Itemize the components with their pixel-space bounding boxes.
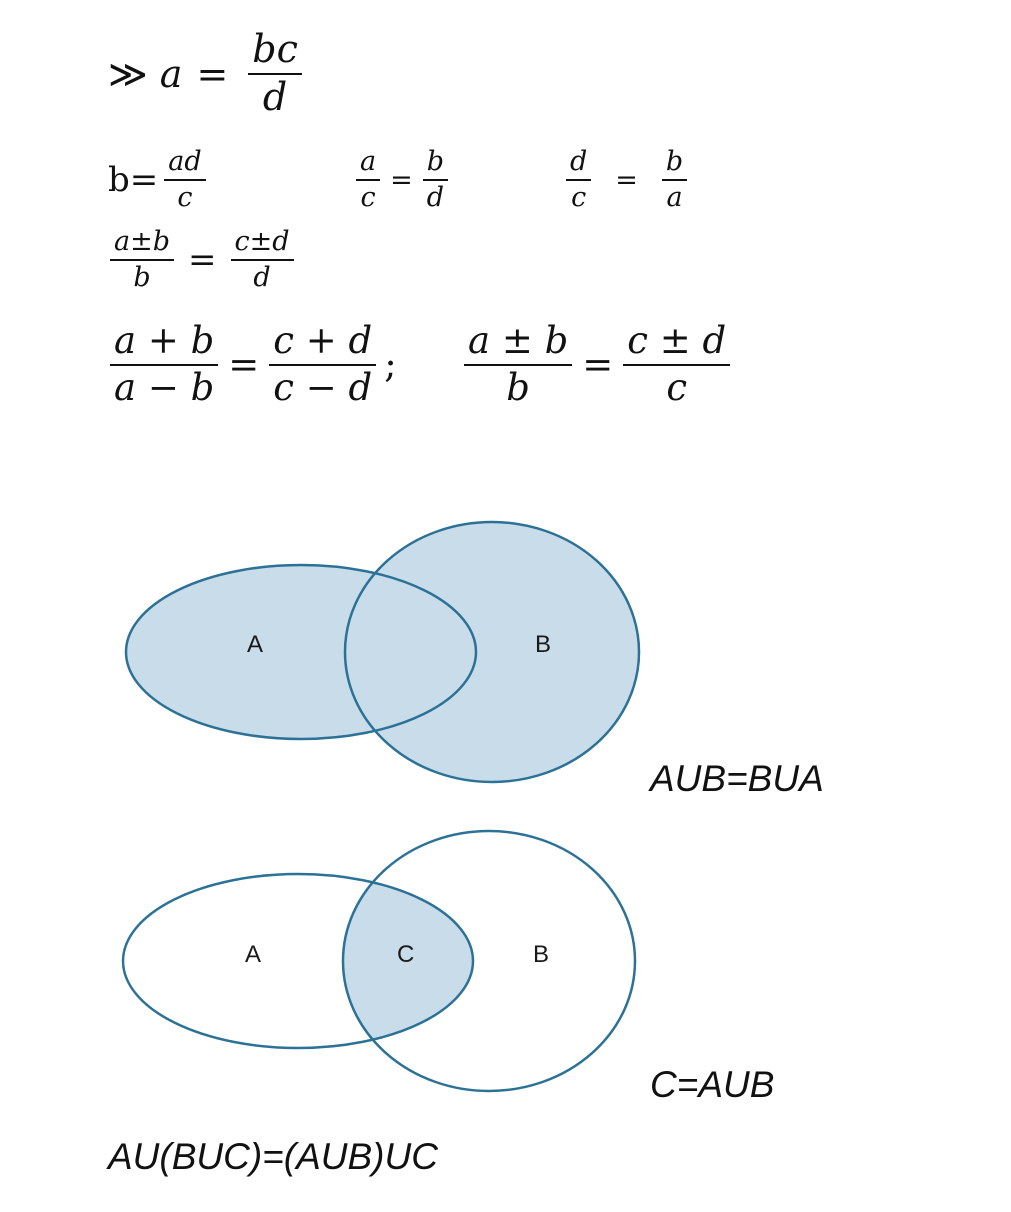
denominator: d: [253, 262, 271, 294]
set-a-label: A: [245, 941, 262, 968]
fraction-right: b a: [661, 147, 688, 214]
equals-sign: =: [196, 51, 229, 96]
formula-a-pm-b-over-b-small: a±b b = c±d d: [104, 227, 300, 294]
denominator: d: [262, 74, 288, 119]
numerator: ad: [164, 147, 206, 182]
fraction: bc d: [248, 29, 302, 119]
set-a-label: A: [247, 631, 264, 658]
denominator: c − d: [273, 365, 373, 409]
denominator: b: [133, 262, 151, 294]
numerator: a±b: [110, 227, 175, 262]
denominator: a − b: [114, 365, 215, 409]
formula-a-pm-b-over-b-large: a ± b b = c ± d c: [458, 321, 736, 409]
numerator: c ± d: [623, 321, 731, 366]
denominator: c: [177, 182, 193, 214]
fraction-left: a±b b: [110, 227, 175, 294]
denominator: c: [666, 365, 688, 409]
numerator: c + d: [269, 321, 377, 366]
numerator: b: [422, 147, 449, 182]
equals-sign: =: [228, 343, 260, 387]
venn-union-diagram: [124, 520, 641, 784]
equals-sign: =: [582, 343, 614, 387]
numerator: d: [566, 147, 592, 182]
formula-lhs: b: [108, 160, 130, 201]
much-greater-sign: ≫: [108, 51, 148, 96]
formula-a-equals-bc-over-d: ≫ a = bc d: [108, 29, 308, 119]
numerator: a + b: [110, 321, 219, 366]
formula-d-over-c-equals-b-over-a: d c = b a: [560, 147, 693, 214]
numerator: a: [356, 147, 381, 182]
denominator: c: [571, 182, 587, 214]
equals-sign: =: [188, 240, 217, 281]
set-b-label: B: [535, 631, 552, 658]
set-b-outline: [343, 520, 641, 784]
fraction-left: d c: [566, 147, 592, 214]
fraction-left: a ± b b: [464, 321, 573, 409]
numerator: a ± b: [464, 321, 573, 366]
set-b-circle: [345, 522, 639, 782]
union-commutative-caption: AUB=BUA: [650, 758, 824, 799]
denominator: a: [666, 182, 683, 214]
denominator: c: [360, 182, 376, 214]
numerator: bc: [248, 29, 302, 75]
denominator: d: [426, 182, 445, 214]
set-b-outline: [341, 829, 637, 1093]
fraction-right: b d: [422, 147, 449, 214]
fraction: ad c: [164, 147, 206, 214]
fraction-left: a c: [356, 147, 381, 214]
set-c-label: C: [397, 941, 415, 968]
numerator: c±d: [230, 227, 294, 262]
numerator: b: [661, 147, 688, 182]
set-a-outline: [124, 563, 478, 741]
formula-a-over-c-equals-b-over-d: a c = b d: [350, 147, 454, 214]
venn-intersection-diagram: [121, 829, 637, 1093]
formula-sum-over-difference: a + b a − b = c + d c − d ;: [104, 321, 397, 409]
semicolon: ;: [384, 343, 397, 387]
intersection-region: [343, 874, 473, 1048]
formula-b-equals-ad-over-c: b = ad c: [108, 147, 212, 214]
fraction-right: c + d c − d: [269, 321, 377, 409]
intersection-caption: C=AUB: [650, 1064, 775, 1105]
associativity-caption: AU(BUC)=(AUB)UC: [108, 1136, 438, 1177]
fraction-left: a + b a − b: [110, 321, 219, 409]
equals-sign: =: [615, 164, 638, 196]
fraction-right: c ± d c: [623, 321, 731, 409]
fraction-right: c±d d: [230, 227, 294, 294]
denominator: b: [506, 365, 530, 409]
formula-lhs: a: [159, 51, 183, 96]
set-b-label: B: [533, 941, 550, 968]
equals-sign: =: [390, 164, 413, 196]
set-a-outline: [121, 872, 475, 1050]
equals-sign: =: [129, 160, 159, 201]
